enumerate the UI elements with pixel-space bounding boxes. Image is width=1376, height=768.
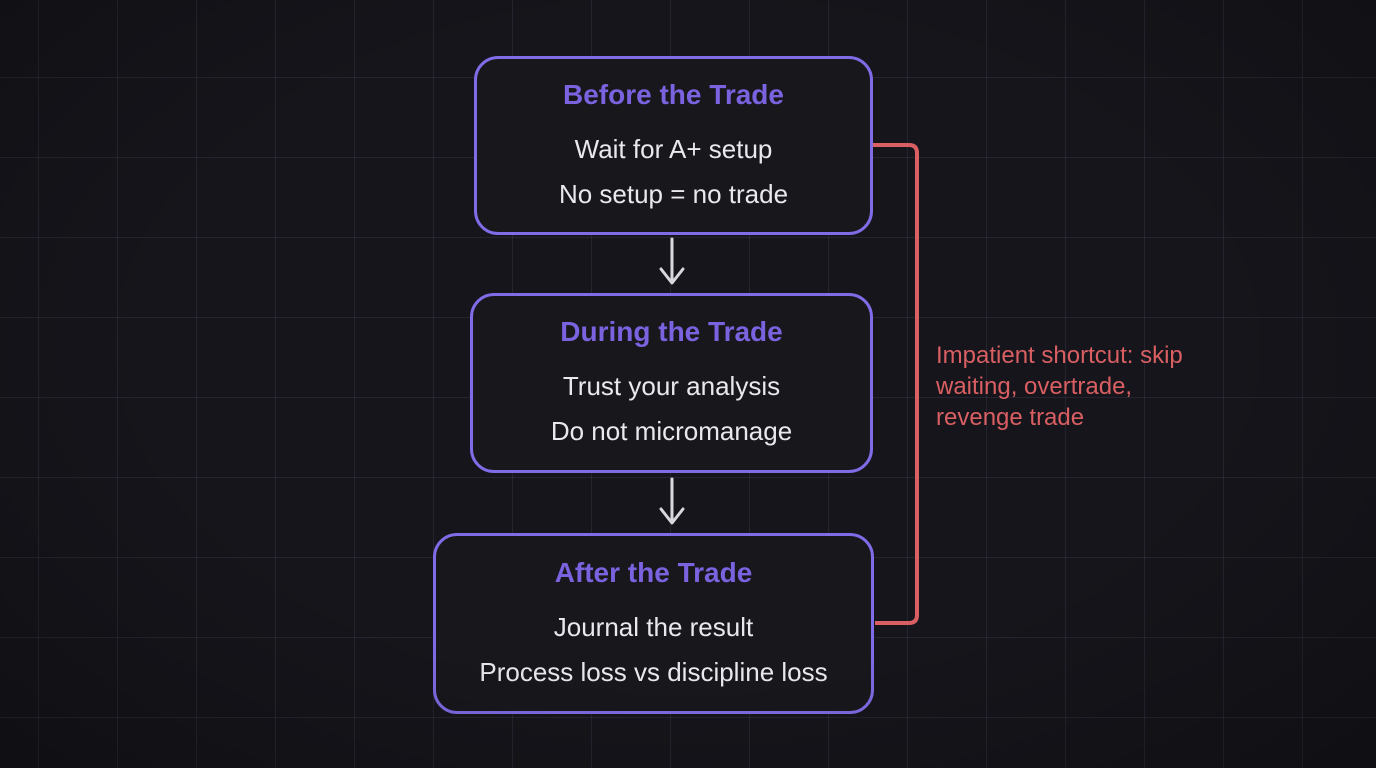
flow-arrow-down-1 xyxy=(659,237,685,285)
node-body-line: Do not micromanage xyxy=(550,416,793,446)
node-body-line: Trust your analysis xyxy=(562,371,781,401)
node-body-line: Process loss vs discipline loss xyxy=(479,656,828,687)
node-before-the-trade: Before the Trade Wait for A+ setup No se… xyxy=(474,56,873,235)
node-title: Before the Trade xyxy=(563,78,784,110)
shortcut-annotation: Impatient shortcut: skip waiting, overtr… xyxy=(936,340,1246,433)
node-title: During the Trade xyxy=(560,316,783,347)
node-body-line: Wait for A+ setup xyxy=(574,133,773,164)
node-after-the-trade: After the Trade Journal the result Proce… xyxy=(433,533,874,714)
shortcut-annotation-line: waiting, overtrade, xyxy=(936,373,1133,400)
node-body-line: Journal the result xyxy=(553,611,754,642)
node-during-the-trade: During the Trade Trust your analysis Do … xyxy=(470,293,873,473)
node-body-line: No setup = no trade xyxy=(558,178,789,209)
flow-arrow-down-2 xyxy=(659,477,685,525)
shortcut-annotation-line: Impatient shortcut: skip xyxy=(936,342,1183,369)
shortcut-annotation-line: revenge trade xyxy=(936,404,1085,431)
node-title: After the Trade xyxy=(554,556,753,588)
shortcut-connector xyxy=(873,143,919,625)
